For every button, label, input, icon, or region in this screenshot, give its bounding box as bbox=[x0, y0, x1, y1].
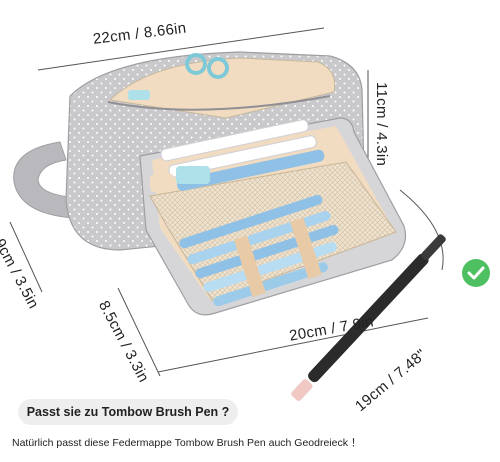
pens-lower bbox=[179, 194, 339, 307]
question-badge: Passt sie zu Tombow Brush Pen ? bbox=[18, 399, 238, 425]
dimension-height-label: 11cm / 4.3in bbox=[373, 82, 390, 167]
scissors-icon bbox=[185, 53, 229, 79]
caption-text: Natürlich passt diese Federmappe Tombow … bbox=[12, 437, 362, 449]
question-text: Passt sie zu Tombow Brush Pen ? bbox=[26, 405, 230, 419]
top-compartment bbox=[108, 57, 336, 119]
zipper bbox=[107, 95, 331, 111]
brush-pen bbox=[291, 234, 446, 401]
check-circle-icon bbox=[462, 259, 490, 287]
measurement-lines bbox=[9, 27, 444, 377]
tape-roll bbox=[128, 90, 150, 100]
pens-upper bbox=[150, 119, 325, 192]
